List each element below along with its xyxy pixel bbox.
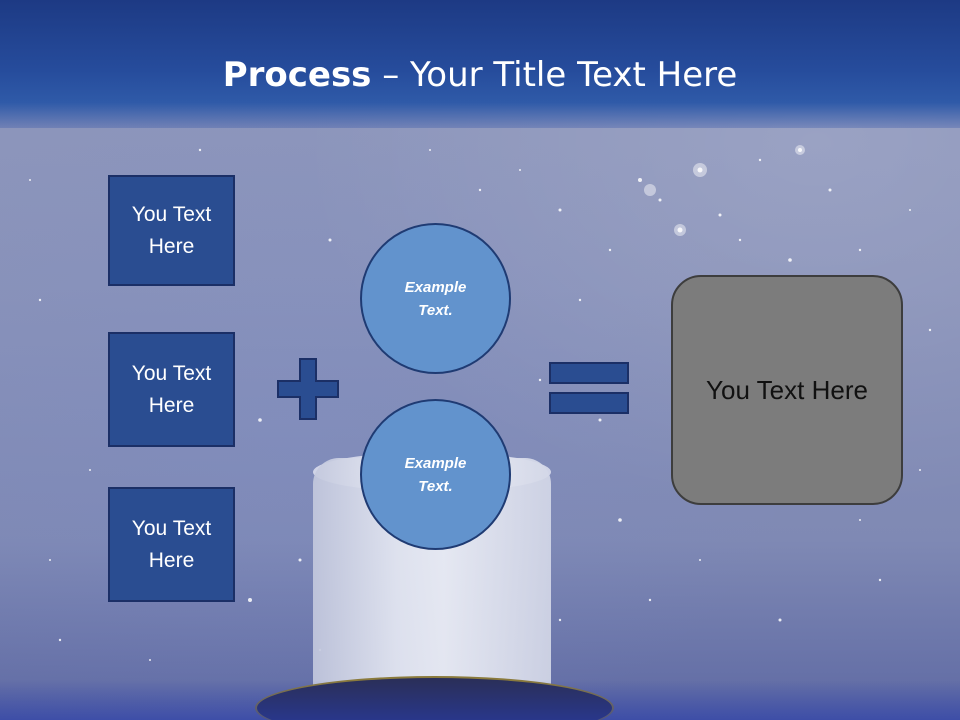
example-circle-1[interactable]: Example Text. <box>360 223 511 374</box>
input-box-1-label: You Text Here <box>131 202 212 258</box>
result-box-label: You Text Here <box>706 374 868 405</box>
example-circle-2-label: Example Text. <box>404 454 467 495</box>
example-circle-1-label: Example Text. <box>404 278 467 319</box>
input-box-1[interactable]: You Text Here <box>108 175 235 286</box>
input-box-3-label: You Text Here <box>131 516 212 572</box>
input-box-2[interactable]: You Text Here <box>108 332 235 447</box>
input-box-2-label: You Text Here <box>131 361 212 417</box>
tablecloth-image <box>0 680 960 720</box>
equals-icon[interactable] <box>548 361 630 416</box>
title-bold: Process <box>222 55 372 95</box>
title-rest: – Your Title Text Here <box>371 55 738 95</box>
plus-icon[interactable] <box>276 357 340 421</box>
result-box[interactable]: You Text Here <box>671 275 903 505</box>
example-circle-2[interactable]: Example Text. <box>360 399 511 550</box>
input-box-3[interactable]: You Text Here <box>108 487 235 602</box>
slide-title[interactable]: Process – Your Title Text Here <box>0 52 960 98</box>
title-bar <box>0 0 960 128</box>
